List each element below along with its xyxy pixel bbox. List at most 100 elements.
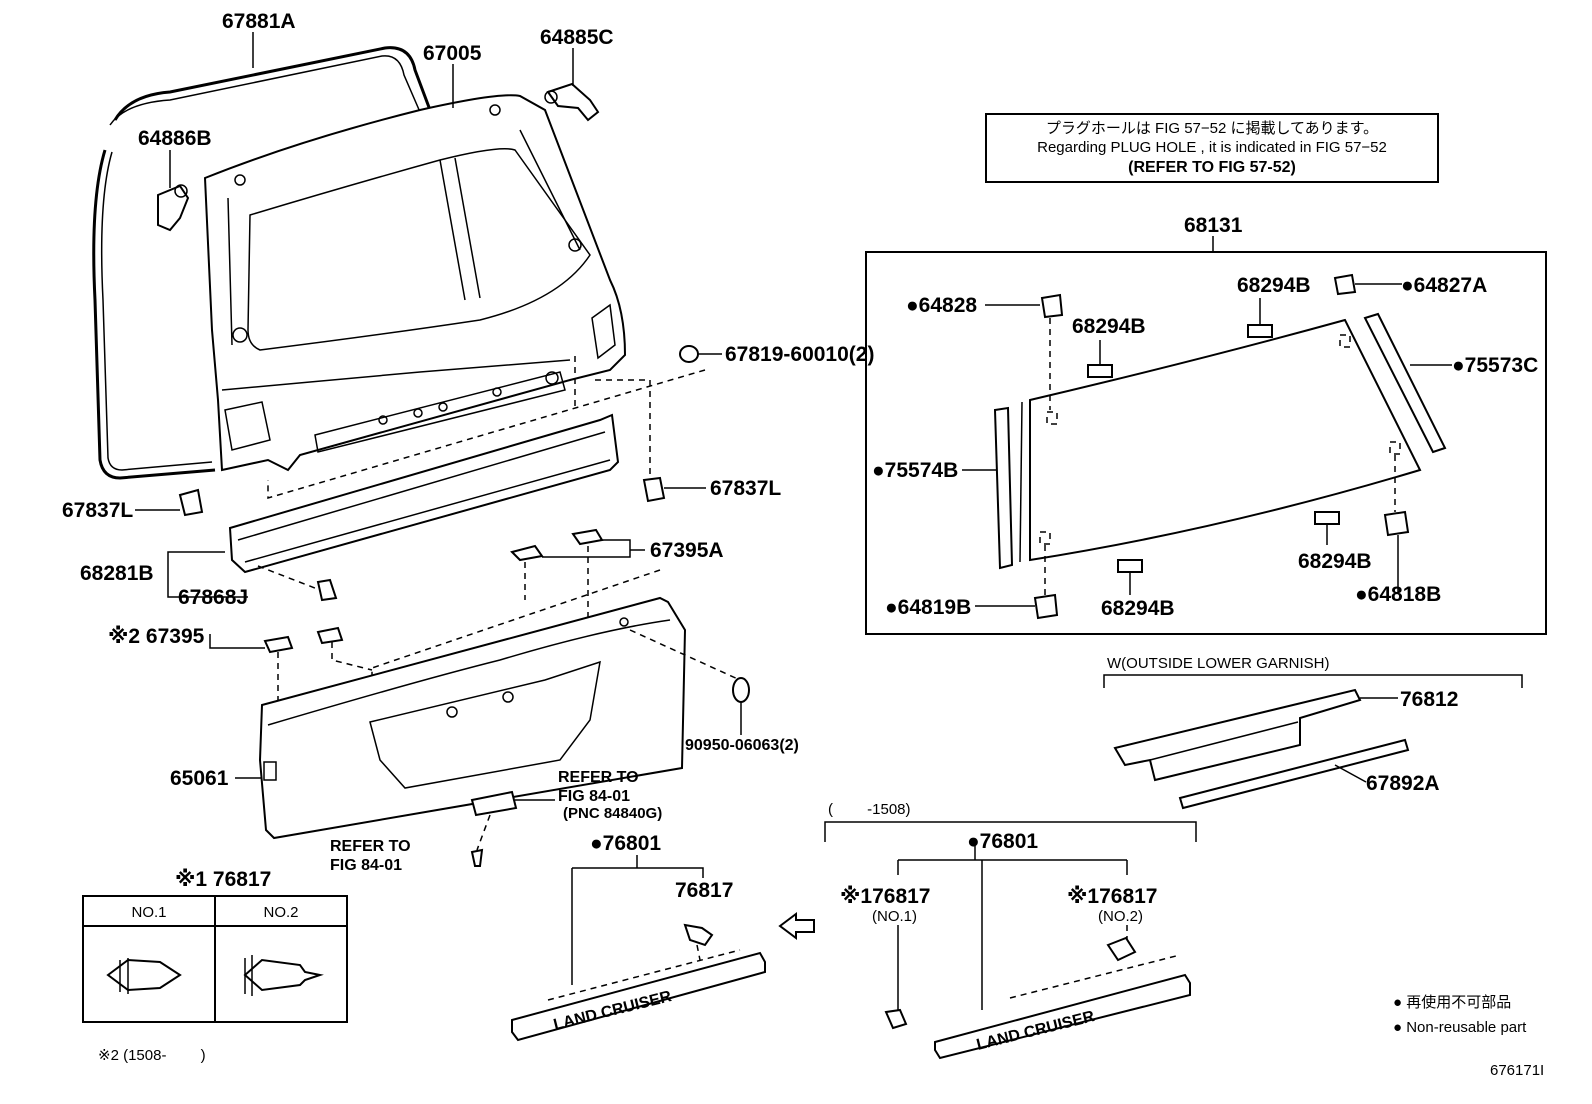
label-75574B: ●75574B (872, 459, 958, 482)
leader (1334, 764, 1367, 783)
screw-refer[interactable] (470, 848, 484, 867)
arrow-left-icon (778, 912, 815, 940)
hinge-bolt (174, 184, 188, 198)
weatherstrip-67881A[interactable] (92, 46, 432, 480)
door-hole (545, 371, 559, 385)
legend-en: ● Non-reusable part (1393, 1019, 1527, 1036)
cushion-67819[interactable] (679, 345, 699, 363)
label-65061: 65061 (170, 767, 229, 790)
clip-table-col1: NO.1 (131, 904, 166, 921)
door-right-recess (591, 303, 616, 360)
stopper-64828[interactable] (1040, 293, 1064, 319)
clip-76817-no2-b[interactable] (1106, 936, 1137, 962)
weatherstrip-inner (100, 55, 421, 471)
outside-garnish-65061[interactable] (258, 596, 687, 840)
door-trim-68281B[interactable] (228, 413, 620, 574)
label-67837L-left: 67837L (62, 499, 133, 522)
clip-76817-no1-b[interactable] (884, 1008, 908, 1030)
pad-67395-a[interactable] (263, 635, 294, 654)
label-75573C: ●75573C (1452, 354, 1538, 377)
door-hole (489, 104, 501, 116)
clip-no2-flange (244, 955, 253, 996)
dash-67868J (257, 565, 321, 591)
refer1-line3: (PNC 84840G) (563, 805, 662, 822)
stopper-64819B[interactable] (1033, 593, 1059, 620)
door-hole (413, 408, 423, 418)
label-64886B: 64886B (138, 127, 212, 150)
glass-assembly-box (865, 251, 1547, 635)
garnish-76812[interactable] (1113, 688, 1362, 782)
label-67395: ※2 67395 (108, 625, 205, 648)
bracket-67837L-left[interactable] (178, 488, 204, 517)
label-68294B-2: 68294B (1072, 315, 1146, 338)
spacer-68294B-1[interactable] (1247, 324, 1273, 338)
door-hole (492, 387, 502, 397)
door-hole (234, 174, 246, 186)
stopper-64827A[interactable] (1333, 273, 1357, 296)
label-64819B: ●64819B (885, 596, 971, 619)
back-door-panel-67005[interactable] (203, 94, 627, 472)
pad-67395A-b[interactable] (571, 528, 604, 546)
spacer-68294B-4[interactable] (1117, 559, 1143, 573)
clip-76817-a[interactable] (683, 923, 714, 947)
label-76812: 76812 (1400, 688, 1458, 711)
emblem-76801-b[interactable] (934, 973, 1191, 1060)
molding-75573C[interactable] (1363, 312, 1447, 454)
clip-table-title: ※1 76817 (175, 868, 271, 891)
label-68281B: 68281B (80, 562, 154, 585)
label-64818B: ●64818B (1355, 583, 1441, 606)
label-68294B-4: 68294B (1101, 597, 1175, 620)
garnish-hole (502, 691, 514, 703)
label-67892A: 67892A (1366, 772, 1440, 795)
license-lamp[interactable] (470, 790, 518, 817)
garnish-76812-detail (1149, 721, 1299, 761)
hinge-bolt (544, 90, 558, 104)
molding-75574B[interactable] (993, 406, 1014, 570)
clip-no1-flange (119, 958, 129, 994)
spacer-68294B-3[interactable] (1314, 511, 1340, 525)
door-lower-contour (221, 359, 571, 391)
emblem-76801-a[interactable] (511, 951, 766, 1042)
clip-no2-icon (243, 958, 324, 992)
door-hole (568, 238, 582, 252)
emblem-clip-line (547, 949, 741, 1001)
label-67819: 67819-60010(2) (725, 343, 874, 366)
label-68294B-3: 68294B (1298, 550, 1372, 573)
label-76817-no2: ※176817 (1067, 885, 1158, 908)
label-76817-no2-sub: (NO.2) (1098, 908, 1143, 925)
label-76817-no1-sub: (NO.1) (872, 908, 917, 925)
leader-67395A (542, 539, 645, 558)
label-76801-b: ●76801 (967, 830, 1038, 853)
label-w-garnish: W(OUTSIDE LOWER GARNISH) (1107, 655, 1330, 672)
label-76817-no1: ※176817 (840, 885, 931, 908)
door-frame-lines (227, 129, 581, 346)
door-center-pillar (439, 157, 481, 301)
stopper-64818B[interactable] (1383, 510, 1410, 537)
hinge-64886B[interactable] (157, 184, 190, 232)
label-67881A: 67881A (222, 10, 296, 33)
clip-67868J[interactable] (316, 578, 338, 602)
garnish-upper-contour (267, 619, 671, 726)
pad-67395A-a[interactable] (510, 544, 544, 562)
label-76801-a: ●76801 (590, 832, 661, 855)
label-range-1508: ( -1508) (828, 801, 911, 818)
figure-id: 676171I (1490, 1062, 1544, 1079)
back-glass-68131[interactable] (1029, 318, 1422, 562)
garnish-strip-67892A[interactable] (1178, 738, 1410, 810)
bracket-1508 (824, 821, 1197, 842)
door-lower-rib (314, 371, 566, 453)
label-76817-a: 76817 (675, 879, 733, 902)
label-67005: 67005 (423, 42, 482, 65)
bracket-67837L-right[interactable] (642, 476, 666, 503)
plug-90950[interactable] (732, 677, 750, 703)
refer2-line2: FIG 84-01 (330, 857, 402, 874)
bracket-w-garnish (1103, 674, 1523, 688)
door-hole (438, 402, 448, 412)
pad-67395-b[interactable] (316, 626, 344, 645)
glass-edge (1019, 401, 1023, 563)
spacer-68294B-2[interactable] (1087, 364, 1113, 378)
hinge-64885C[interactable] (546, 82, 600, 122)
leader-68281B (167, 551, 248, 598)
leader-67395 (209, 634, 265, 649)
